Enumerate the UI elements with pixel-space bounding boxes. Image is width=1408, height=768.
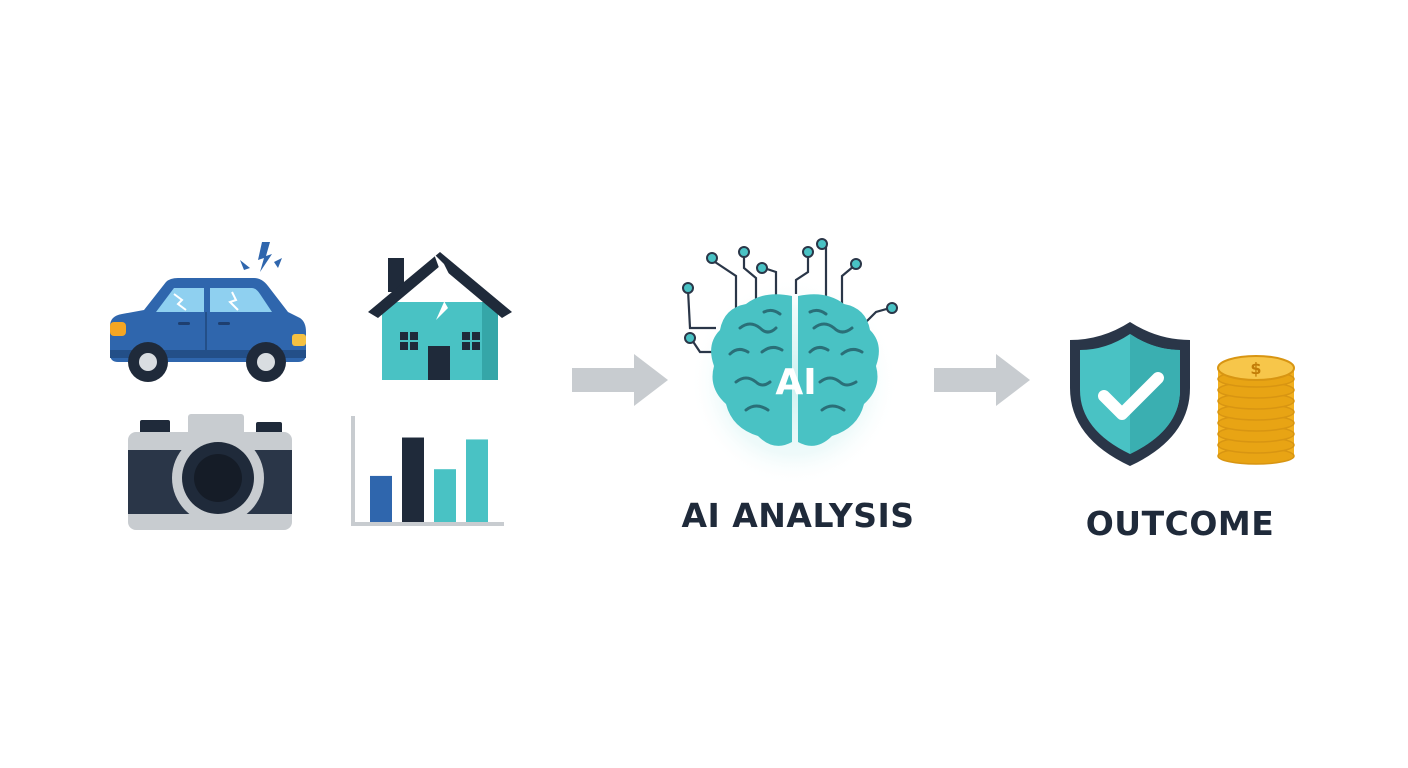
bar-chart-bar [402,437,424,522]
analysis-label: AI ANALYSIS [681,496,915,535]
bar-chart-bar [434,469,456,522]
coin-symbol: $ [1250,359,1261,378]
bar-chart-icon [351,416,504,526]
coin-stack-icon: $ [1217,355,1295,465]
bar-chart-bar [466,439,488,522]
damaged-house-icon [368,252,512,380]
brain-badge-text: AI [775,362,816,403]
shield-check-icon [1070,322,1190,466]
arrow-right-icon [934,354,1030,406]
damaged-car-icon [110,242,306,382]
outcome-label: OUTCOME [1085,504,1275,543]
camera-icon [128,414,292,530]
arrow-right-icon [572,354,668,406]
bar-chart-bar [370,475,392,522]
ai-brain-icon: AI [682,238,898,486]
